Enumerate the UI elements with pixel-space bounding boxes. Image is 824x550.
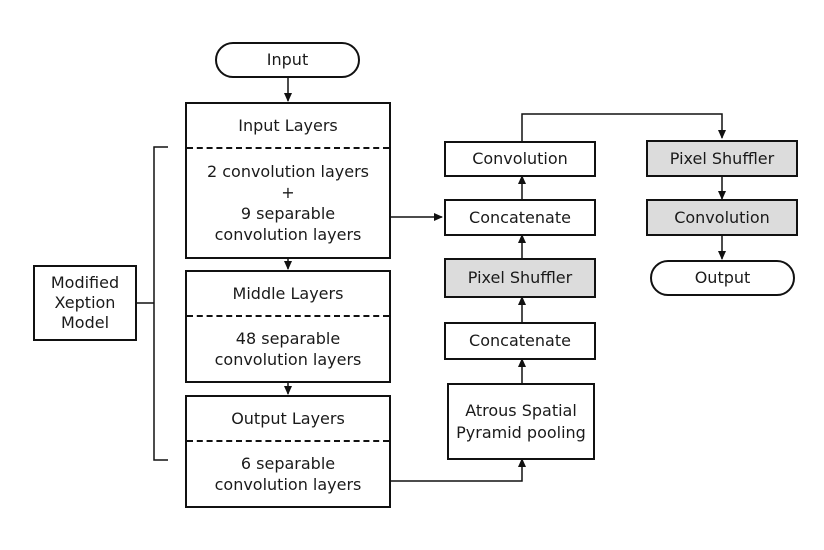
convolution-right-box: Convolution xyxy=(646,199,798,236)
model-bracket xyxy=(136,146,168,461)
concatenate-lower-box: Concatenate xyxy=(444,322,596,360)
input-layers-line: 2 convolution layers xyxy=(206,161,370,181)
pixel-shuffler-mid-box: Pixel Shuffler xyxy=(444,258,596,298)
model-label-line: Model xyxy=(60,313,110,332)
concatenate-lower-label: Concatenate xyxy=(469,331,571,351)
aspp-line: Pyramid pooling xyxy=(456,422,586,442)
input-layers-block: Input Layers 2 convolution layers + 9 se… xyxy=(185,102,391,259)
input-layers-title: Input Layers xyxy=(238,116,338,136)
middle-layers-title: Middle Layers xyxy=(232,284,344,304)
input-terminal: Input xyxy=(215,42,360,78)
pixel-shuffler-mid-label: Pixel Shuffler xyxy=(467,268,573,288)
model-label-line: Modified xyxy=(50,273,120,292)
concatenate-upper-label: Concatenate xyxy=(469,207,571,227)
aspp-line: Atrous Spatial xyxy=(465,400,577,420)
input-layers-line: convolution layers xyxy=(214,225,362,245)
output-layers-divider xyxy=(187,440,389,442)
model-label-line: Xeption xyxy=(54,293,116,312)
output-layers-line: convolution layers xyxy=(214,475,362,494)
input-layers-line: + xyxy=(281,182,295,202)
convolution-mid-label: Convolution xyxy=(472,149,568,169)
output-terminal: Output xyxy=(650,260,795,296)
output-layers-line: 6 separable xyxy=(240,453,336,473)
input-layers-divider xyxy=(187,147,389,149)
input-label: Input xyxy=(266,50,309,70)
middle-layers-line: 48 separable xyxy=(235,328,341,348)
output-label: Output xyxy=(694,268,751,288)
arrow-convolution-to-pixel-shuffler-right xyxy=(521,113,726,141)
pixel-shuffler-right-box: Pixel Shuffler xyxy=(646,140,798,177)
middle-layers-divider xyxy=(187,315,389,317)
pixel-shuffler-right-label: Pixel Shuffler xyxy=(669,148,775,168)
middle-layers-line: convolution layers xyxy=(214,350,362,369)
convolution-mid-box: Convolution xyxy=(444,141,596,177)
model-label-box: Modified Xeption Model xyxy=(33,265,137,341)
output-layers-block: Output Layers 6 separable convolution la… xyxy=(185,395,391,508)
output-layers-title: Output Layers xyxy=(231,409,345,429)
convolution-right-label: Convolution xyxy=(674,207,770,227)
arrow-output-layers-to-aspp xyxy=(390,458,526,482)
aspp-box: Atrous Spatial Pyramid pooling xyxy=(447,383,595,460)
middle-layers-block: Middle Layers 48 separable convolution l… xyxy=(185,270,391,383)
concatenate-upper-box: Concatenate xyxy=(444,199,596,236)
input-layers-line: 9 separable xyxy=(240,204,336,223)
